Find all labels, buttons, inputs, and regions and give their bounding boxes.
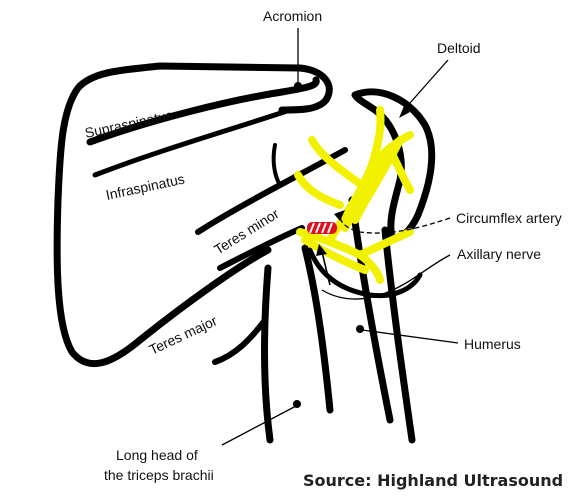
circumflex-arrowhead (334, 210, 345, 221)
humerus-leader (361, 329, 459, 344)
humerus-dot (356, 325, 364, 333)
scapula-outline (53, 62, 333, 368)
nerve-pointer-arrow (316, 244, 331, 286)
infraspinatus-border (92, 107, 293, 178)
marker-dots (293, 82, 410, 408)
deltoid-arrowhead (399, 106, 410, 118)
circumflex-leader (339, 214, 451, 234)
label-infraspinatus: Infraspinatus (104, 171, 186, 203)
label-humerus: Humerus (464, 336, 521, 352)
source-credit: Source: Highland Ultrasound (303, 471, 563, 490)
teres-major-line (212, 317, 268, 365)
triceps-right-stroke (301, 244, 334, 414)
leader-lines (221, 28, 459, 446)
label-long-head-line1: Long head of (116, 447, 198, 463)
label-axillary-nerve: Axillary nerve (457, 246, 541, 262)
axillary-nerve (294, 106, 414, 284)
acromion-dot (294, 82, 302, 90)
label-long-head-line2: the triceps brachii (104, 467, 214, 483)
circumflex-artery (307, 222, 337, 234)
deltoid-leader (401, 59, 449, 113)
label-circumflex-artery: Circumflex artery (456, 210, 562, 226)
humeral-head-curve (307, 247, 423, 299)
label-teres-major: Teres major (147, 312, 220, 358)
axillary-leader (321, 254, 451, 300)
label-acromion: Acromion (263, 8, 322, 24)
triceps-dot (293, 400, 301, 408)
scapular-spine-edge (271, 143, 282, 187)
triceps-leader (221, 405, 297, 446)
acromion-band (86, 76, 320, 146)
label-supraspinatus: Supraspinatus (83, 107, 174, 141)
triceps-left-stroke (261, 264, 274, 444)
label-deltoid: Deltoid (437, 40, 481, 56)
